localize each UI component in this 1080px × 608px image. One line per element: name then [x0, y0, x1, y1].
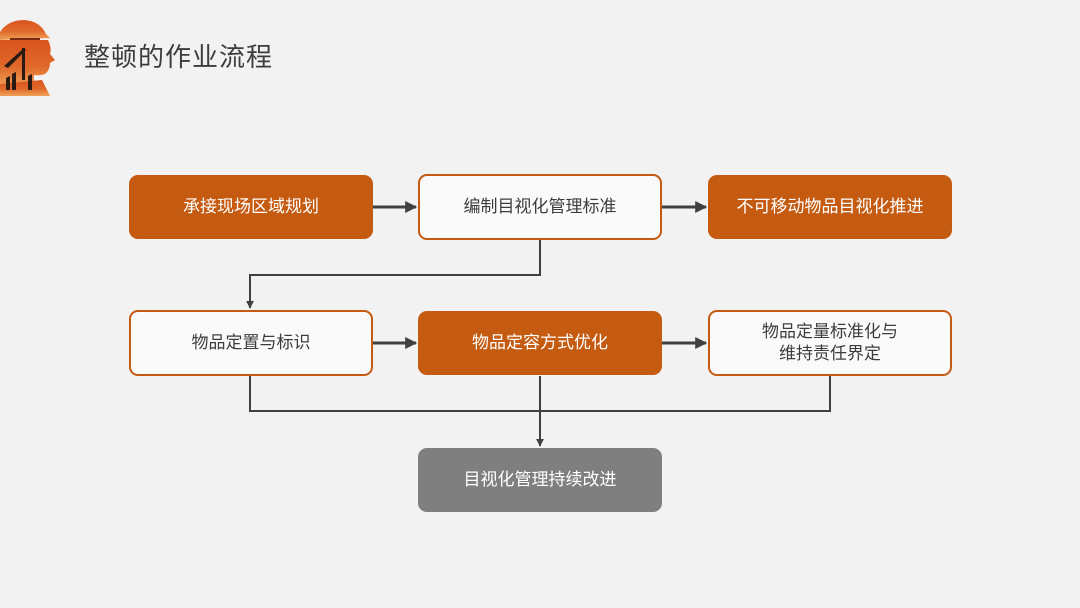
flow-step-label: 物品定量标准化与 维持责任界定	[762, 322, 898, 364]
flow-step-1: 承接现场区域规划	[129, 175, 373, 239]
arrow-step2-to-step4	[246, 240, 541, 309]
page-title: 整顿的作业流程	[84, 43, 274, 73]
flow-step-2: 编制目视化管理标准	[418, 174, 662, 240]
worker-silhouette-icon	[0, 20, 55, 96]
flow-step-label: 不可移动物品目视化推进	[736, 197, 924, 217]
flow-step-label: 承接现场区域规划	[183, 197, 319, 217]
flow-step-4: 物品定置与标识	[129, 310, 373, 376]
flow-step-label: 物品定置与标识	[191, 333, 311, 353]
flow-step-6: 物品定量标准化与 维持责任界定	[708, 310, 952, 376]
flow-step-3: 不可移动物品目视化推进	[708, 175, 952, 239]
flow-step-5: 物品定容方式优化	[418, 311, 662, 375]
flow-step-label: 目视化管理持续改进	[463, 470, 617, 490]
flow-step-label: 物品定容方式优化	[472, 333, 608, 353]
flow-step-label: 编制目视化管理标准	[463, 197, 617, 217]
flow-step-7: 目视化管理持续改进	[418, 448, 662, 512]
